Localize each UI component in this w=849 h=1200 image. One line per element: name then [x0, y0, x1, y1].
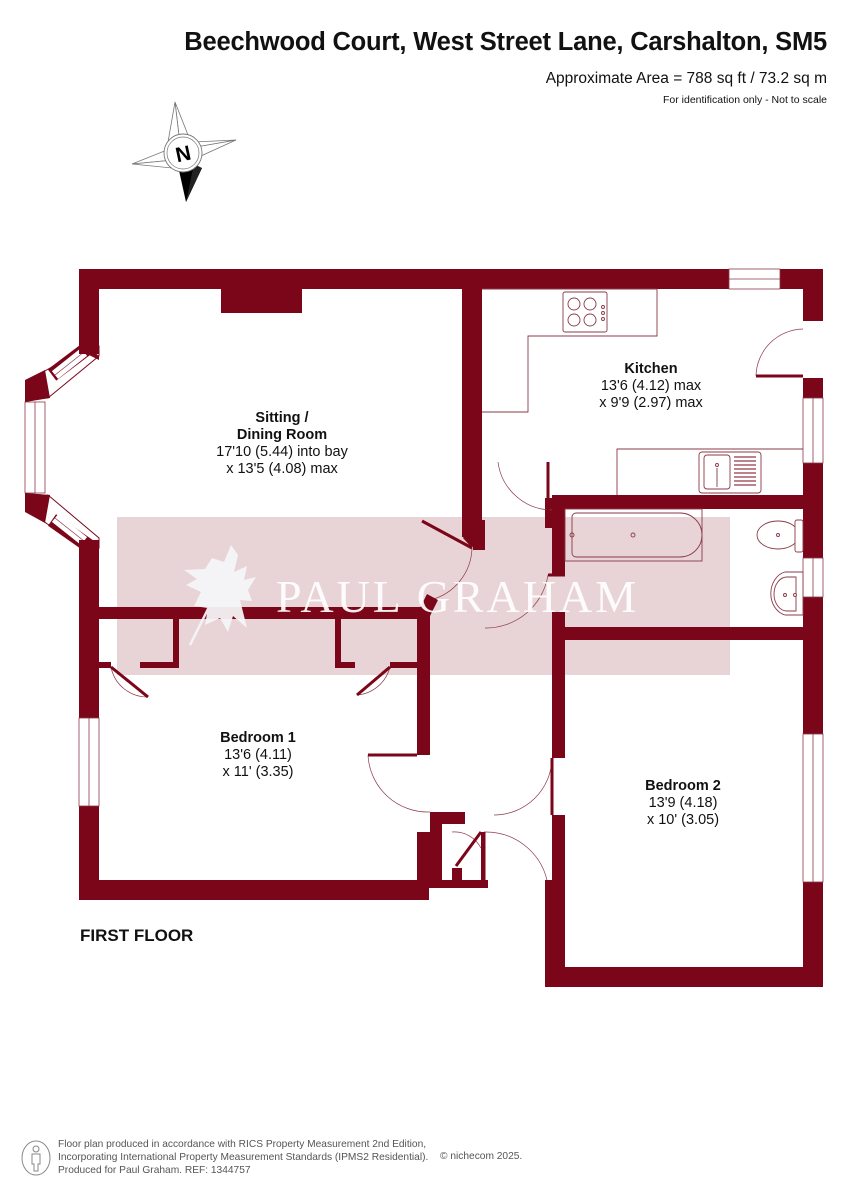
watermark-text: PAUL GRAHAM	[276, 571, 639, 622]
floor-label: FIRST FLOOR	[80, 926, 194, 945]
sink-icon	[698, 451, 762, 494]
bath-icon	[564, 508, 703, 562]
footer-notes: Floor plan produced in accordance with R…	[58, 1139, 429, 1176]
disclaimer: For identification only - Not to scale	[663, 94, 827, 106]
watermark-leaf-icon	[184, 545, 256, 646]
hob-icon	[562, 291, 608, 333]
approximate-area: Approximate Area = 788 sq ft / 73.2 sq m	[545, 70, 827, 87]
door-leaves	[110, 374, 803, 880]
room-label-sitting-dining: Sitting / Dining Room 17'10 (5.44) into …	[216, 410, 348, 477]
room-label-kitchen: Kitchen 13'6 (4.12) max x 9'9 (2.97) max	[599, 361, 703, 411]
windows	[24, 268, 824, 883]
copyright: © nichecom 2025.	[440, 1151, 523, 1162]
compass-icon: N	[131, 101, 237, 202]
toilet-icon	[756, 519, 804, 553]
compass-north-letter: N	[174, 142, 194, 168]
kitchen-worktops	[482, 288, 803, 495]
room-label-bedroom-1: Bedroom 1 13'6 (4.11) x 11' (3.35)	[220, 730, 296, 780]
basin-icon	[770, 571, 804, 616]
property-title: Beechwood Court, West Street Lane, Carsh…	[184, 28, 827, 56]
room-label-bedroom-2: Bedroom 2 13'9 (4.18) x 10' (3.05)	[645, 778, 721, 828]
person-scale-icon	[21, 1140, 51, 1176]
